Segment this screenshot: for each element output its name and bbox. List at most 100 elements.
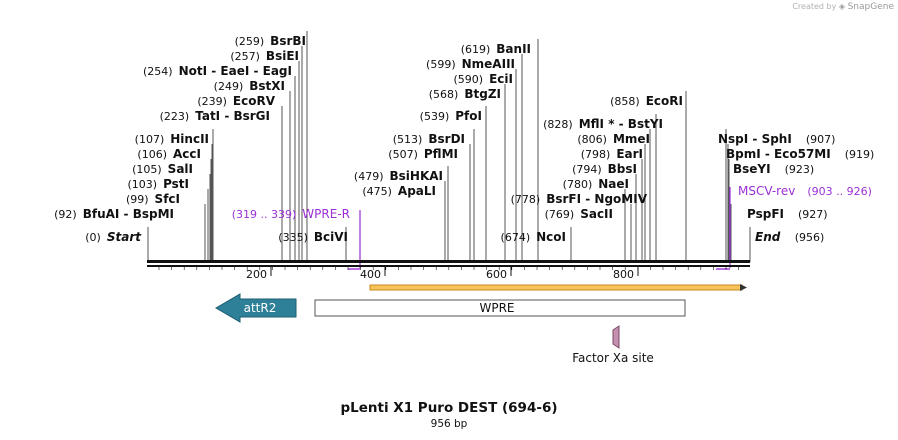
credit-brand: SnapGene <box>847 2 894 12</box>
top-strand <box>147 260 750 263</box>
primer-mscv-rev[interactable]: MSCV-rev (903 .. 926) <box>716 184 872 270</box>
enzyme-name: ApaLI <box>398 184 436 198</box>
enzyme-position: (254) <box>143 65 173 78</box>
enzyme-position: (858) <box>610 95 640 108</box>
enzyme-bfuai-bspmi[interactable]: BfuAI - BspMI (92) <box>54 207 174 221</box>
enzyme-sali[interactable]: SalI(105) <box>132 162 193 176</box>
enzyme-name: BbsI <box>608 162 637 176</box>
enzyme-name: TatI - BsrGI <box>195 109 270 123</box>
enzyme-bseyi[interactable]: BseYI(923) <box>733 162 814 176</box>
enzyme-position: (479) <box>354 170 384 183</box>
primer-wpre-r[interactable]: WPRE-R(319 .. 339) <box>232 207 361 270</box>
enzyme-naei[interactable]: NaeI(780) <box>563 177 629 191</box>
enzyme-labels: Start(0) BfuAI - BspMI (92) SfcI(99)PstI(10… <box>54 34 874 270</box>
enzyme-bsiei[interactable]: BsiEI(257) <box>230 49 299 63</box>
enzyme-bbsi[interactable]: BbsI (794) <box>572 162 637 176</box>
enzyme-position: (806) <box>577 133 607 146</box>
enzyme-mmei[interactable]: MmeI (806) <box>577 132 650 146</box>
enzyme-position: (259) <box>235 35 265 48</box>
enzyme-ecori[interactable]: EcoRI (858) <box>610 94 683 108</box>
enzyme-name: AccI <box>173 147 201 161</box>
feature-factor-xa-site[interactable]: Factor Xa site <box>572 325 654 365</box>
snapgene-logo-icon: ◈ <box>838 2 846 11</box>
attr2-label: attR2 <box>244 301 277 315</box>
enzyme-name: EcoRV <box>233 94 276 108</box>
primer-name: WPRE-R <box>302 207 350 221</box>
enzyme-name: NcoI <box>536 230 566 244</box>
enzyme-name: BfuAI - BspMI <box>83 207 174 221</box>
enzyme-position: (769) <box>545 208 575 221</box>
enzyme-start[interactable]: Start(0) <box>85 230 142 244</box>
enzyme-position: (106) <box>137 148 167 161</box>
enzyme-eari[interactable]: EarI(798) <box>581 147 643 161</box>
enzyme-position: (107) <box>135 133 165 146</box>
enzyme-position: (103) <box>127 178 157 191</box>
enzyme-banii[interactable]: BanII(619) <box>461 42 531 56</box>
cut-site-lines <box>147 31 751 262</box>
enzyme-position: (599) <box>426 58 456 71</box>
primer-name: MSCV-rev <box>738 184 795 198</box>
ruler-label: 600 <box>486 268 507 281</box>
enzyme-position: (828) <box>543 118 573 131</box>
enzyme-hincii[interactable]: HincII (107) <box>135 132 209 146</box>
enzyme-bsrfi-ngomiv[interactable]: BsrFI - NgoMIV(778) <box>511 192 648 206</box>
enzyme-apali[interactable]: ApaLI(475) <box>362 184 436 198</box>
enzyme-name: MflI * - BstYI <box>579 117 663 131</box>
enzyme-nmeaiii[interactable]: NmeAIII(599) <box>426 57 515 71</box>
enzyme-name: EciI <box>489 72 513 86</box>
enzyme-btgzi[interactable]: BtgZI(568) <box>429 87 501 101</box>
enzyme-ecii[interactable]: EciI(590) <box>454 72 513 86</box>
primer-range: (903 .. 926) <box>807 185 872 198</box>
enzyme-noti-eaei-eagi[interactable]: NotI - EaeI - EagI (254) <box>143 64 292 78</box>
enzyme-bsihkai[interactable]: BsiHKAI(479) <box>354 169 443 183</box>
orf-bar[interactable] <box>369 284 743 291</box>
enzyme-bpmi-eco57mi[interactable]: BpmI - Eco57MI(919) <box>726 147 874 161</box>
enzyme-position: (956) <box>795 231 825 244</box>
enzyme-name: PfoI <box>455 109 482 123</box>
feature-attr2[interactable]: attR2 <box>215 293 297 323</box>
map-title: pLenti X1 Puro DEST (694-6) <box>340 400 558 416</box>
enzyme-name: End <box>755 230 781 244</box>
enzyme-pspfi[interactable]: PspFI(927) <box>747 207 828 221</box>
enzyme-position: (507) <box>388 148 418 161</box>
enzyme-position: (794) <box>572 163 602 176</box>
enzyme-position: (92) <box>54 208 77 221</box>
ruler-label: 400 <box>360 268 381 281</box>
enzyme-ecorv[interactable]: EcoRV(239) <box>197 94 275 108</box>
enzyme-position: (105) <box>132 163 162 176</box>
enzyme-nspi-sphi[interactable]: NspI - SphI(907) <box>718 132 835 146</box>
ruler-label: 800 <box>613 268 634 281</box>
bottom-strand <box>147 265 750 267</box>
enzyme-pfoi[interactable]: PfoI(539) <box>420 109 482 123</box>
enzyme-sacii[interactable]: SacII(769) <box>545 207 613 221</box>
enzyme-name: SfcI <box>155 192 180 206</box>
enzyme-bsrdi[interactable]: BsrDI(513) <box>393 132 465 146</box>
enzyme-name: BstXI <box>249 79 285 93</box>
enzyme-end[interactable]: End (956) <box>755 230 824 244</box>
enzyme-bsrbi[interactable]: BsrBI(259) <box>235 34 306 48</box>
enzyme-mfli-bstyi[interactable]: MflI * - BstYI (828) <box>543 117 663 131</box>
feature-wpre[interactable]: WPRE <box>314 299 686 317</box>
enzyme-position: (619) <box>461 43 491 56</box>
enzyme-tati-bsrgi[interactable]: TatI - BsrGI(223) <box>160 109 270 123</box>
enzyme-position: (568) <box>429 88 459 101</box>
enzyme-name: NotI - EaeI - EagI <box>179 64 292 78</box>
enzyme-position: (927) <box>798 208 828 221</box>
enzyme-acci[interactable]: AccI (106) <box>137 147 201 161</box>
enzyme-name: EcoRI <box>646 94 683 108</box>
enzyme-name: HincII <box>170 132 209 146</box>
enzyme-name: MmeI <box>613 132 650 146</box>
enzyme-name: EarI <box>616 147 643 161</box>
enzyme-position: (249) <box>214 80 244 93</box>
enzyme-pflmi[interactable]: PflMI(507) <box>388 147 458 161</box>
plasmid-map: Start(0) BfuAI - BspMI (92) SfcI(99)PstI(10… <box>54 31 874 365</box>
attr2-arrow-icon <box>215 293 297 323</box>
enzyme-bstxi[interactable]: BstXI (249) <box>214 79 285 93</box>
enzyme-name: Start <box>107 230 142 244</box>
ruler-label: 200 <box>246 268 267 281</box>
enzyme-position: (907) <box>806 133 836 146</box>
enzyme-sfci[interactable]: SfcI(99) <box>126 192 180 206</box>
enzyme-psti[interactable]: PstI(103) <box>127 177 189 191</box>
enzyme-bcivi[interactable]: BciVI(335) <box>278 230 348 244</box>
enzyme-ncoi[interactable]: NcoI(674) <box>501 230 566 244</box>
